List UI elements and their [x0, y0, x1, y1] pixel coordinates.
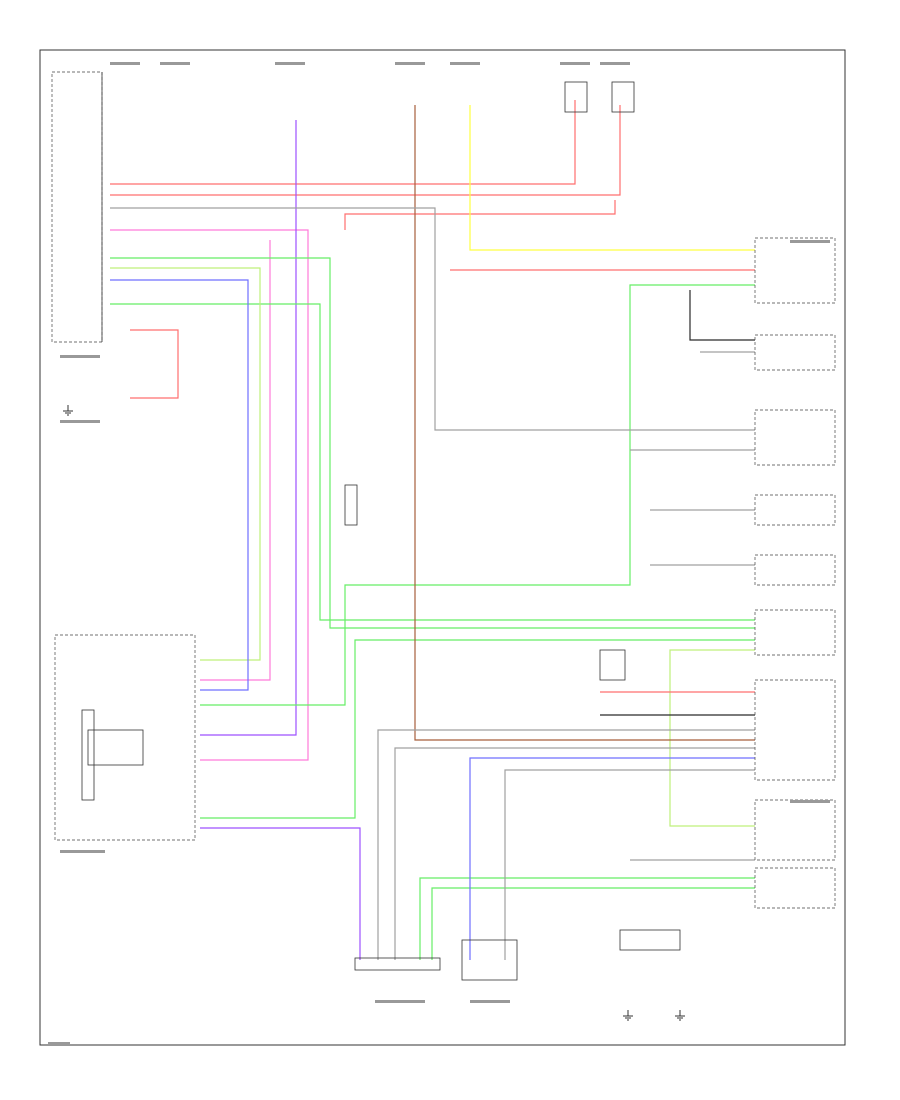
wire-green-4 — [200, 639, 755, 819]
wire-green-1 — [110, 257, 755, 629]
wire-red-switch — [130, 329, 179, 399]
wire-gray-4 — [504, 769, 755, 960]
connector-bottom-left — [354, 957, 441, 971]
diagram-frame — [39, 49, 846, 1046]
connector-bottom-right — [619, 929, 681, 951]
combination-meter — [54, 634, 196, 841]
relay-center — [344, 484, 358, 526]
fuses — [344, 81, 635, 681]
connector-block — [754, 609, 836, 656]
wire-green-5 — [110, 267, 261, 661]
wire-black-1 — [689, 290, 755, 341]
wire-blue-2 — [469, 757, 755, 960]
wire-red-top — [110, 100, 576, 185]
ground-bottom-2 — [675, 1010, 685, 1021]
wire-gray-1 — [110, 207, 755, 431]
right-components — [754, 237, 836, 909]
wire-brown — [414, 105, 755, 741]
meter-switch-box — [87, 729, 144, 766]
wire-violet — [200, 120, 297, 736]
fuse-b — [611, 81, 635, 113]
sensor-bottom — [754, 867, 836, 909]
sensor-bottom-mid — [461, 939, 518, 981]
switch-1 — [754, 334, 836, 371]
fine-print — [48, 62, 830, 1045]
wire-green-3 — [200, 284, 755, 706]
switch-2 — [754, 409, 836, 466]
wire-pink-2 — [200, 240, 271, 681]
wire-pink — [110, 229, 309, 761]
switch-5 — [754, 799, 836, 861]
wire-blue — [110, 279, 249, 691]
wire-red-2 — [110, 105, 621, 196]
meter-element — [81, 709, 95, 801]
bottom-connectors — [354, 929, 681, 981]
wire-gray-3 — [394, 747, 755, 960]
wire-violet-2 — [200, 827, 361, 960]
ground-left-switch — [63, 405, 73, 416]
wire-green-6 — [669, 649, 755, 827]
wire-gray-2 — [377, 729, 755, 960]
relay-small — [599, 649, 626, 681]
wire-green-8 — [431, 887, 755, 960]
wire-red-3 — [344, 200, 616, 230]
top-left-module — [51, 71, 103, 343]
ecu-block — [754, 679, 836, 781]
wire-green-7 — [419, 877, 755, 960]
sensor-connector-top — [754, 237, 836, 304]
grounds — [63, 405, 685, 1021]
fuse-a — [564, 81, 588, 113]
wires — [110, 100, 755, 960]
switch-4 — [754, 554, 836, 586]
ground-bottom-1 — [623, 1010, 633, 1021]
wire-yellow — [469, 105, 755, 251]
switch-3 — [754, 494, 836, 526]
wire-green-2 — [110, 303, 755, 621]
